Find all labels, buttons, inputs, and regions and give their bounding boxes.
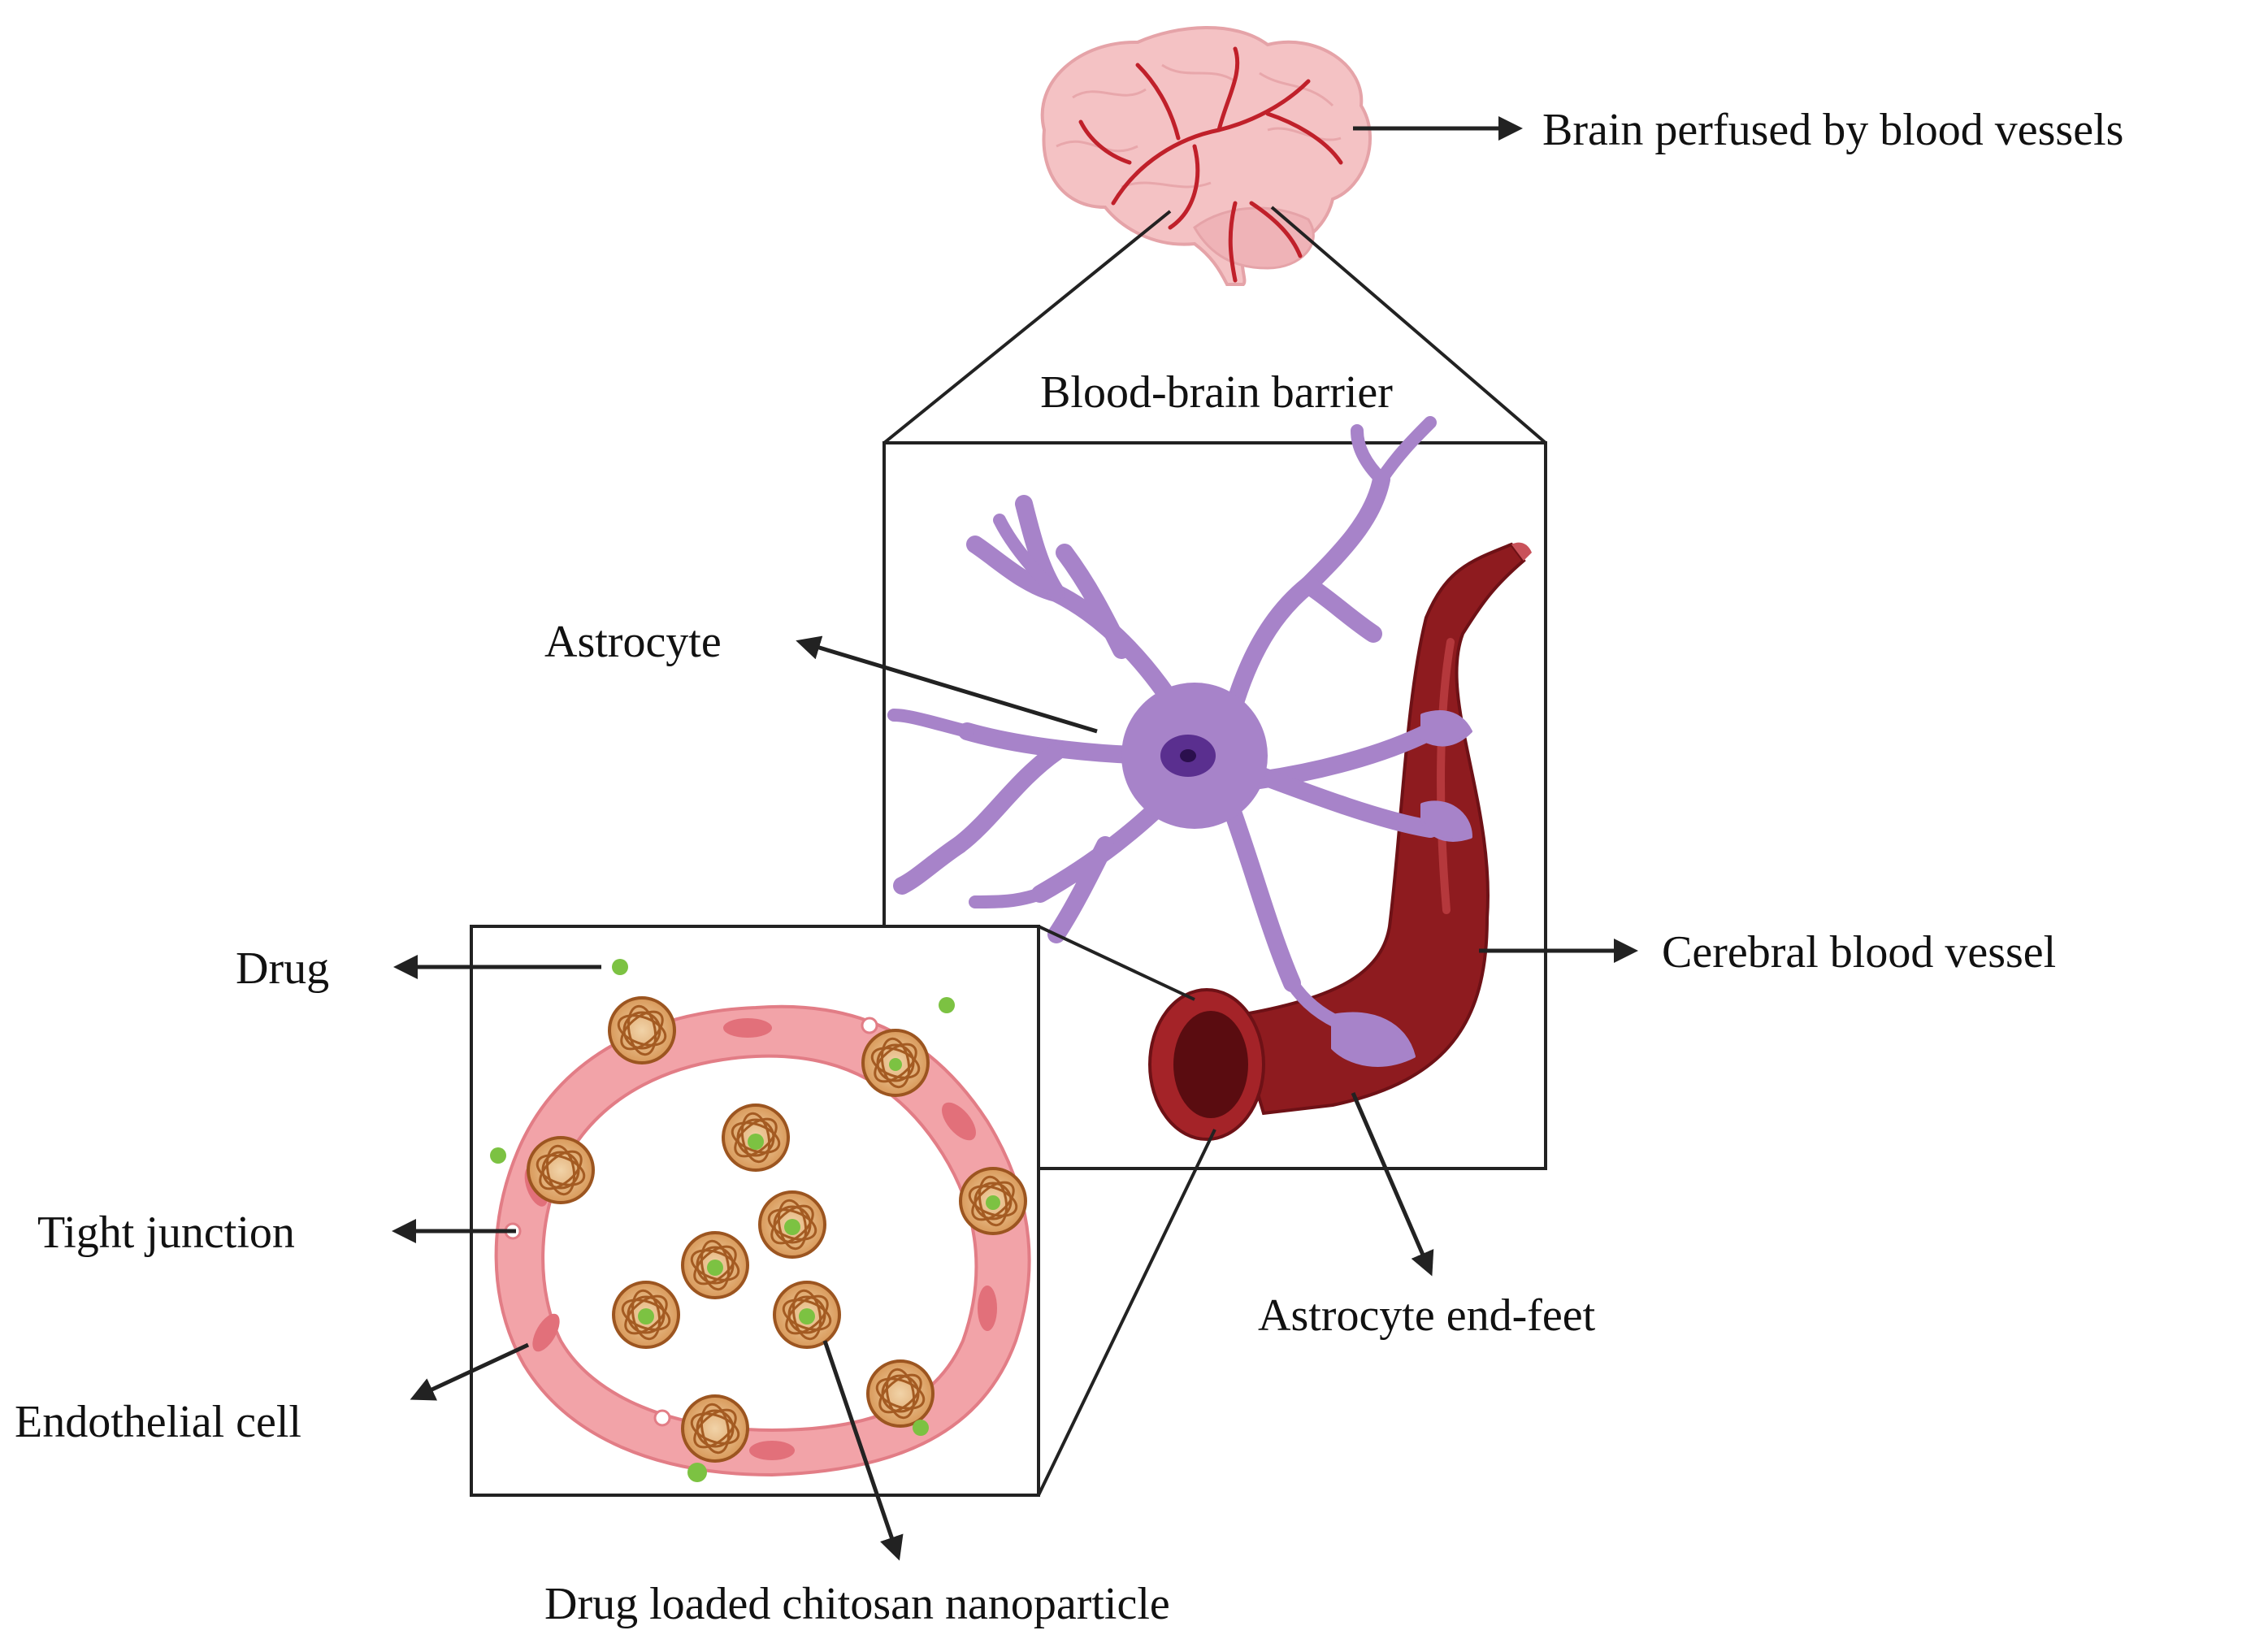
- label-endfeet: Astrocyte end-feet: [1258, 1290, 1596, 1341]
- bbb-callout-frame: [882, 206, 1547, 1170]
- label-tight-junction: Tight junction: [37, 1208, 295, 1258]
- drug-molecules: [490, 959, 1000, 1482]
- label-endothelial: Endothelial cell: [15, 1397, 301, 1447]
- arrow-endothelial: [410, 1342, 530, 1401]
- arrow-nanoparticle: [822, 1340, 904, 1561]
- brain-illustration: [1040, 26, 1373, 286]
- label-nanoparticle: Drug loaded chitosan nanoparticle: [544, 1579, 1170, 1629]
- arrow-endfeet: [1351, 1092, 1434, 1277]
- label-bbb: Blood-brain barrier: [1040, 367, 1393, 418]
- label-astrocyte: Astrocyte: [544, 617, 722, 667]
- vessel-cross-section-inset: [470, 925, 1216, 1497]
- cerebral-blood-vessel: [1148, 542, 1532, 1141]
- label-drug: Drug: [236, 943, 329, 994]
- arrow-astrocyte: [796, 635, 1098, 734]
- label-brain: Brain perfused by blood vessels: [1542, 105, 2123, 155]
- astrocyte-cell: [887, 416, 1472, 1067]
- label-vessel: Cerebral blood vessel: [1662, 927, 2056, 978]
- annotation-arrows: [392, 116, 1638, 1561]
